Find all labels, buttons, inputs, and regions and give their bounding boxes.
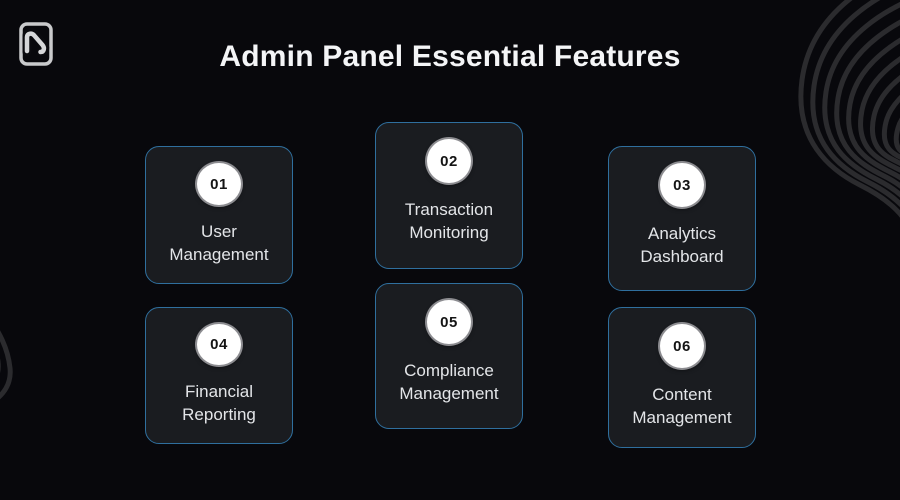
feature-card-05[interactable]: 05 Compliance Management xyxy=(375,283,523,429)
feature-card-01[interactable]: 01 User Management xyxy=(145,146,293,284)
card-label: User Management xyxy=(169,222,269,265)
card-label: Financial Reporting xyxy=(182,382,256,425)
feature-card-04[interactable]: 04 Financial Reporting xyxy=(145,307,293,444)
card-label: Analytics Dashboard xyxy=(640,224,724,266)
feature-card-02[interactable]: 02 Transaction Monitoring xyxy=(375,122,523,269)
feature-card-03[interactable]: 03 Analytics Dashboard xyxy=(608,146,756,291)
page-title: Admin Panel Essential Features xyxy=(219,40,681,73)
card-number-badge: 06 xyxy=(660,324,704,368)
card-number-badge: 03 xyxy=(660,163,704,207)
decorative-contour-left xyxy=(0,130,102,430)
card-number-badge: 04 xyxy=(197,324,241,366)
card-number-badge: 01 xyxy=(197,163,241,206)
card-number-badge: 05 xyxy=(427,300,471,344)
card-label: Compliance Management xyxy=(399,361,499,403)
card-label: Transaction Monitoring xyxy=(404,200,494,242)
card-number-badge: 02 xyxy=(427,139,471,183)
card-label: Content Management xyxy=(632,385,732,427)
feature-card-06[interactable]: 06 Content Management xyxy=(608,307,756,448)
brand-logo xyxy=(18,22,54,66)
